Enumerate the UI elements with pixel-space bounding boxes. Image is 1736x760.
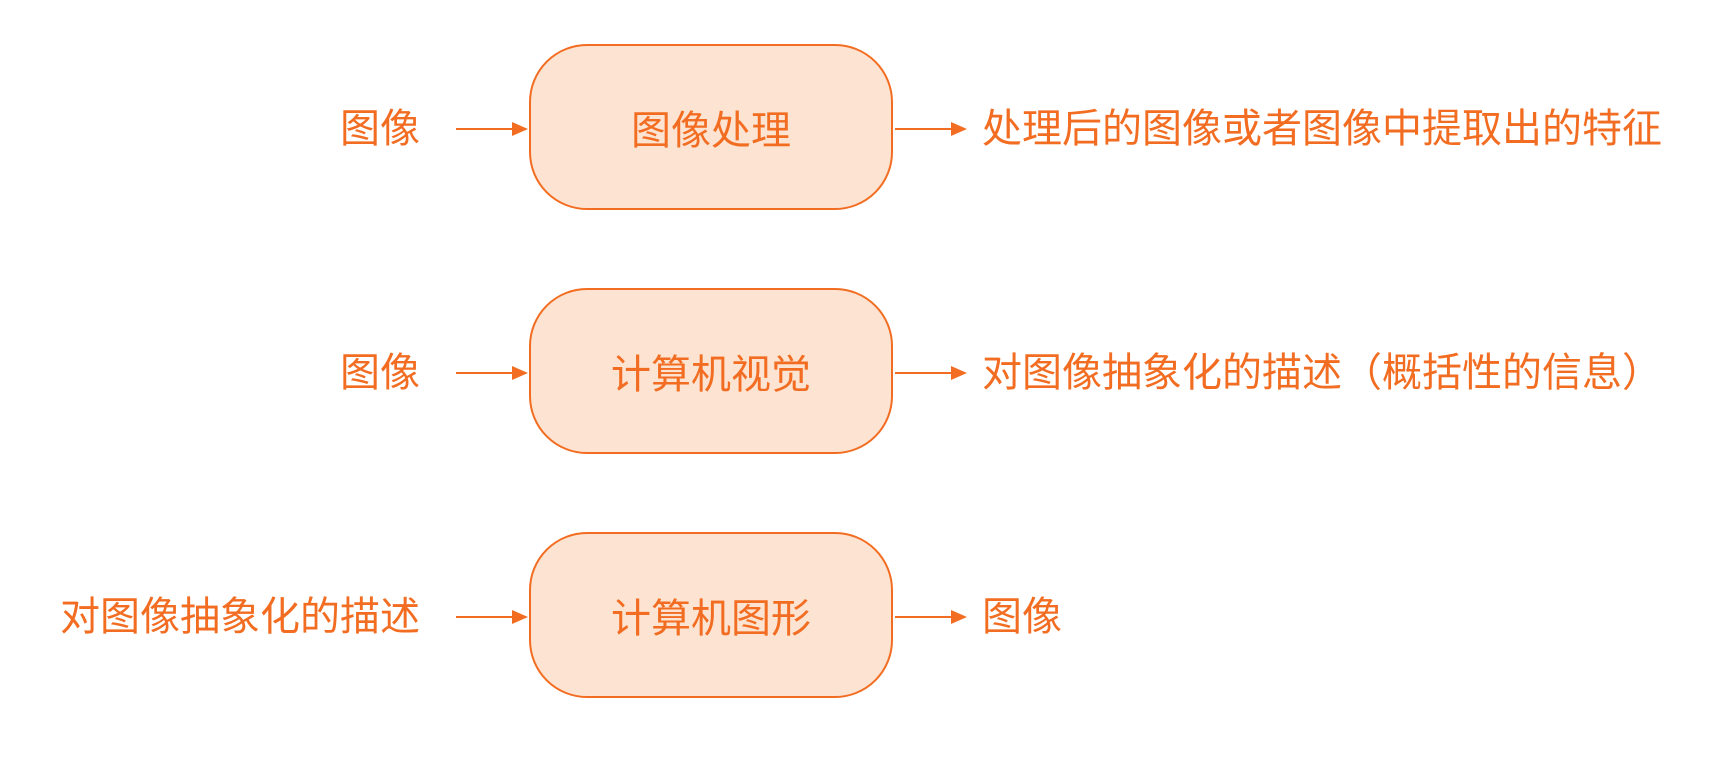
process-node-image-processing: 图像处理 bbox=[529, 44, 893, 210]
process-node-computer-graphics: 计算机图形 bbox=[529, 532, 893, 698]
process-node-computer-vision: 计算机视觉 bbox=[529, 288, 893, 454]
output-label: 对图像抽象化的描述（概括性的信息） bbox=[982, 350, 1662, 396]
output-label: 图像 bbox=[982, 594, 1062, 640]
arrow-process-to-output bbox=[895, 122, 967, 136]
arrow-process-to-output bbox=[895, 366, 967, 380]
arrow-input-to-process bbox=[456, 366, 528, 380]
input-label: 对图像抽象化的描述 bbox=[60, 594, 420, 640]
input-label: 图像 bbox=[340, 350, 420, 396]
flow-row-image-processing: 图像 图像处理 处理后的图像或者图像中提取出的特征 bbox=[0, 44, 1736, 214]
arrow-process-to-output bbox=[895, 610, 967, 624]
arrow-input-to-process bbox=[456, 610, 528, 624]
flow-row-computer-graphics: 对图像抽象化的描述 计算机图形 图像 bbox=[0, 532, 1736, 702]
input-label: 图像 bbox=[340, 106, 420, 152]
arrow-input-to-process bbox=[456, 122, 528, 136]
output-label: 处理后的图像或者图像中提取出的特征 bbox=[982, 106, 1662, 152]
flow-row-computer-vision: 图像 计算机视觉 对图像抽象化的描述（概括性的信息） bbox=[0, 288, 1736, 458]
